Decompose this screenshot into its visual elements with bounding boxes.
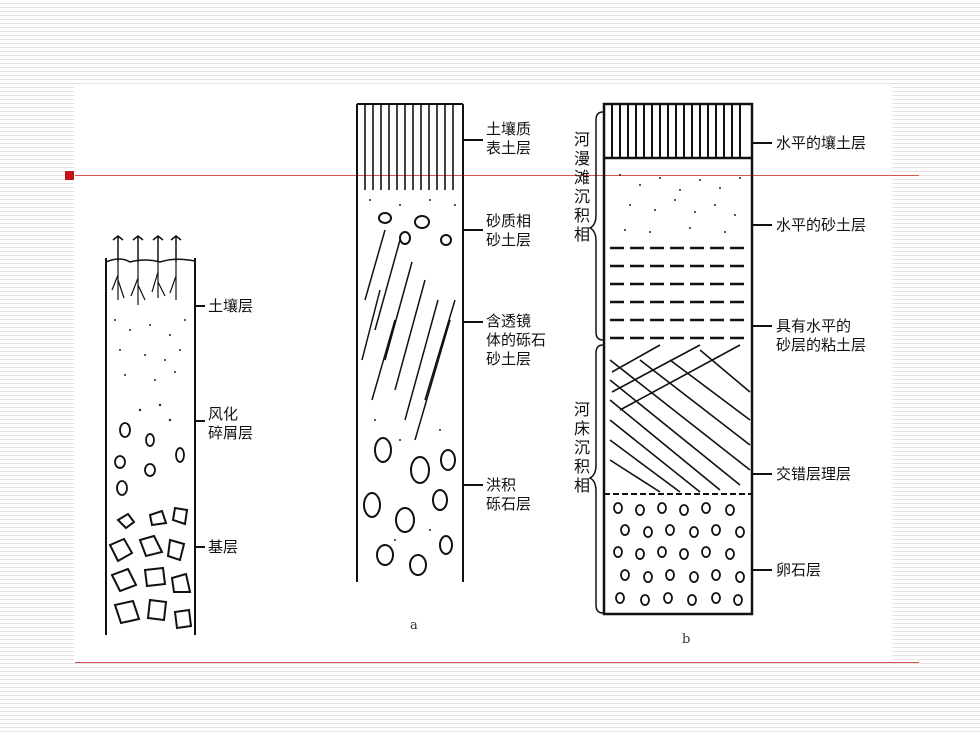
profile-a-pebbles	[363, 212, 456, 576]
label-a-lens: 含透镜 体的砾石 砂土层	[486, 312, 547, 368]
label-b-clay: 具有水平的 砂层的粘土层	[776, 317, 867, 354]
label-bedrock: 基层	[208, 538, 239, 556]
facies-floodplain: 河漫滩沉积相	[573, 130, 590, 244]
channel-brace	[588, 344, 604, 614]
profile1-surface	[105, 258, 196, 263]
label-b-pebble: 卵石层	[776, 561, 822, 579]
caption-b: b	[682, 632, 691, 647]
footer-rule	[75, 662, 919, 663]
profile-b-loam-hatch	[611, 104, 741, 158]
profile-b-clay-dashes	[610, 246, 748, 340]
stipple-dots	[114, 174, 741, 541]
roots	[111, 262, 177, 305]
slide-bullet	[65, 171, 74, 180]
profile-b-cross-bedding	[609, 344, 751, 493]
profile1-bedrock	[108, 506, 193, 630]
profile1-debris	[114, 422, 185, 496]
profile-b-pebbles	[613, 502, 745, 606]
header-rule	[75, 175, 919, 176]
profile-a-lens-hatch	[361, 229, 456, 441]
label-weathered-layer: 风化 碎屑层	[208, 405, 254, 442]
facies-channel: 河床沉积相	[573, 400, 590, 495]
label-a-flood: 洪积 砾石层	[486, 476, 532, 513]
label-b-cross-bedding: 交错层理层	[776, 465, 852, 483]
floodplain-brace	[588, 111, 604, 341]
profile-a-topsoil-hatch	[364, 104, 454, 190]
label-soil-layer: 土壤层	[208, 297, 254, 315]
label-a-sandy: 砂质相 砂土层	[486, 212, 532, 249]
label-b-horizontal-loam: 水平的壤土层	[776, 134, 867, 152]
caption-a: a	[410, 618, 418, 633]
profile-b-frame	[602, 102, 754, 616]
label-a-topsoil: 土壤质 表土层	[486, 120, 532, 157]
figure-panel	[74, 84, 892, 662]
grass-icon	[112, 235, 182, 262]
label-b-horizontal-sand: 水平的砂土层	[776, 216, 867, 234]
